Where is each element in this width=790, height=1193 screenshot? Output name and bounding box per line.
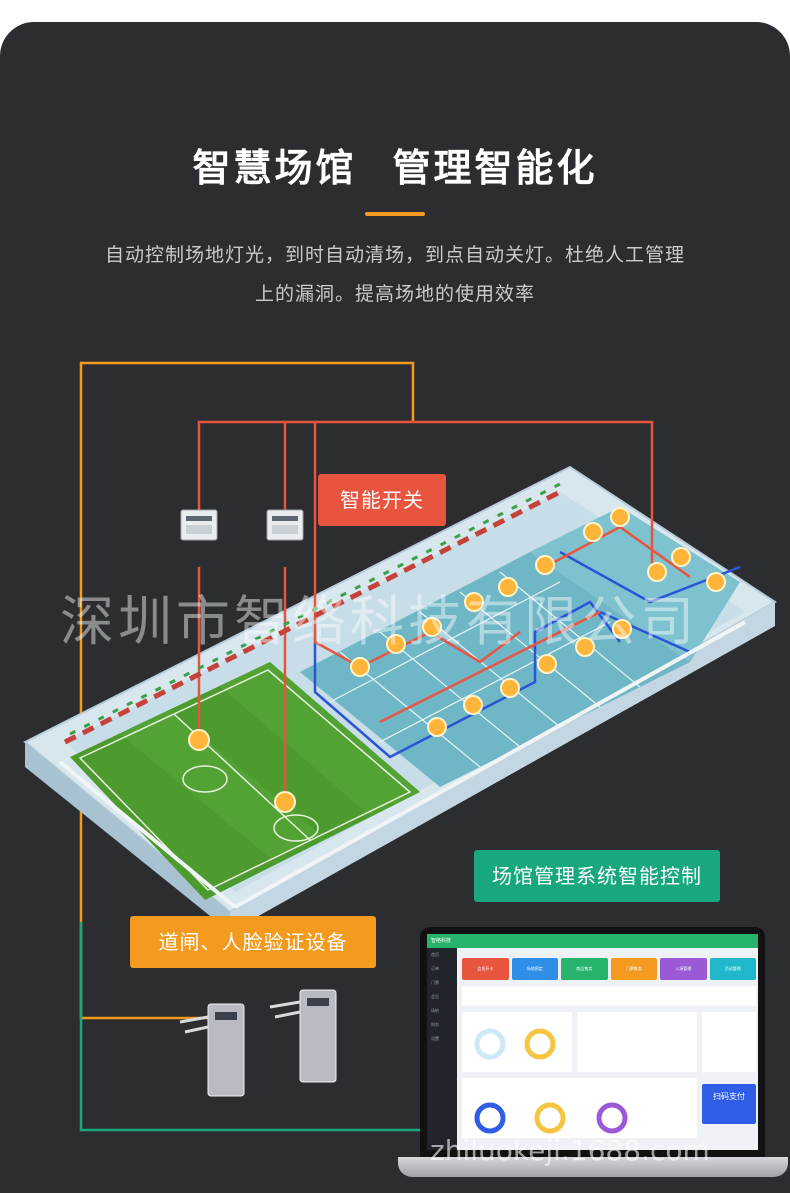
chart-card <box>462 1012 572 1072</box>
donut-charts <box>474 1028 556 1060</box>
front-seats <box>234 620 746 909</box>
center-circle-2 <box>273 814 319 842</box>
pay-card[interactable]: 扫码支付 <box>702 1084 756 1124</box>
building-wall-front <box>25 742 230 932</box>
sales-card <box>577 1012 697 1072</box>
blue-wire <box>313 600 621 759</box>
sidebar-item[interactable]: 会员 <box>431 994 439 999</box>
notice-card <box>702 1012 756 1072</box>
sidebar-item[interactable]: 设置 <box>431 1036 439 1041</box>
turnstile-2 <box>269 989 337 1083</box>
management-system-callout: 场馆管理系统智能控制 <box>474 850 720 902</box>
court-area <box>300 552 690 787</box>
summary-card <box>462 1078 697 1138</box>
tile[interactable]: 场地预定 <box>511 958 558 980</box>
smart-switch-callout: 智能开关 <box>318 474 446 526</box>
stand-strip-green <box>69 482 561 736</box>
teal-wire <box>79 922 440 1132</box>
tile[interactable]: 入场管理 <box>660 958 707 980</box>
light-bulbs <box>188 507 726 813</box>
laptop-base <box>398 1157 788 1177</box>
app-quick-tiles: 会员开卡 场地预定 商品售卖 门票售卖 入场管理 活动管理 <box>462 958 756 980</box>
stadium-illustration <box>23 361 777 1132</box>
sidebar-item[interactable]: 门票 <box>431 980 439 985</box>
sidebar-item[interactable]: 财务 <box>431 1022 439 1027</box>
tile[interactable]: 会员开卡 <box>462 958 509 980</box>
sidebar-item[interactable]: 场地 <box>431 1008 439 1013</box>
red-wire <box>197 420 654 572</box>
poster-panel: 智慧场馆管理智能化 自动控制场地灯光，到时自动清场，到点自动关灯。杜绝人工管理 … <box>0 22 790 1193</box>
switch-box-2 <box>266 509 304 541</box>
stand-strip <box>63 489 562 745</box>
gate-device-callout: 道闸、人脸验证设备 <box>130 916 376 968</box>
center-circle <box>182 765 228 793</box>
front-seats <box>58 760 237 909</box>
title-part-2: 管理智能化 <box>392 146 598 190</box>
pitch-stripe <box>120 710 320 858</box>
tile[interactable]: 门票售卖 <box>610 958 657 980</box>
app-sidebar: 首页 订单 门票 会员 场地 财务 设置 <box>427 948 457 1150</box>
description-line-2: 上的漏洞。提高场地的使用效率 <box>254 283 535 305</box>
laptop-screen: 智络科技 首页 订单 门票 会员 场地 财务 设置 会员开卡 场地预定 商品售卖… <box>420 927 765 1157</box>
title-part-1: 智慧场馆 <box>192 146 357 190</box>
pay-label: 扫码支付 <box>713 1092 745 1101</box>
turnstile-1 <box>179 1003 245 1097</box>
company-watermark: 深圳市智络科技有限公司 <box>60 590 698 653</box>
tile[interactable]: 商品售卖 <box>561 958 608 980</box>
switch-box-1 <box>180 509 218 541</box>
title-underline <box>365 212 425 216</box>
tile[interactable]: 活动管理 <box>709 958 756 980</box>
stats-card <box>462 986 756 1006</box>
pitch-lines <box>78 669 412 891</box>
orange-wire <box>79 361 415 1020</box>
site-watermark: zhiluokeji.1688.com <box>430 1134 710 1167</box>
sidebar-item[interactable]: 首页 <box>431 952 439 957</box>
management-app: 智络科技 首页 订单 门票 会员 场地 财务 设置 会员开卡 场地预定 商品售卖… <box>427 934 758 1150</box>
donut-charts-lower <box>474 1102 628 1134</box>
app-header: 智络科技 <box>427 934 758 948</box>
page-title: 智慧场馆管理智能化 <box>0 137 790 192</box>
sidebar-item[interactable]: 订单 <box>431 966 439 971</box>
description-line-1: 自动控制场地灯光，到时自动清场，到点自动关灯。杜绝人工管理 <box>104 244 685 266</box>
pitch-stripe <box>220 662 420 816</box>
red-wire <box>379 610 601 724</box>
